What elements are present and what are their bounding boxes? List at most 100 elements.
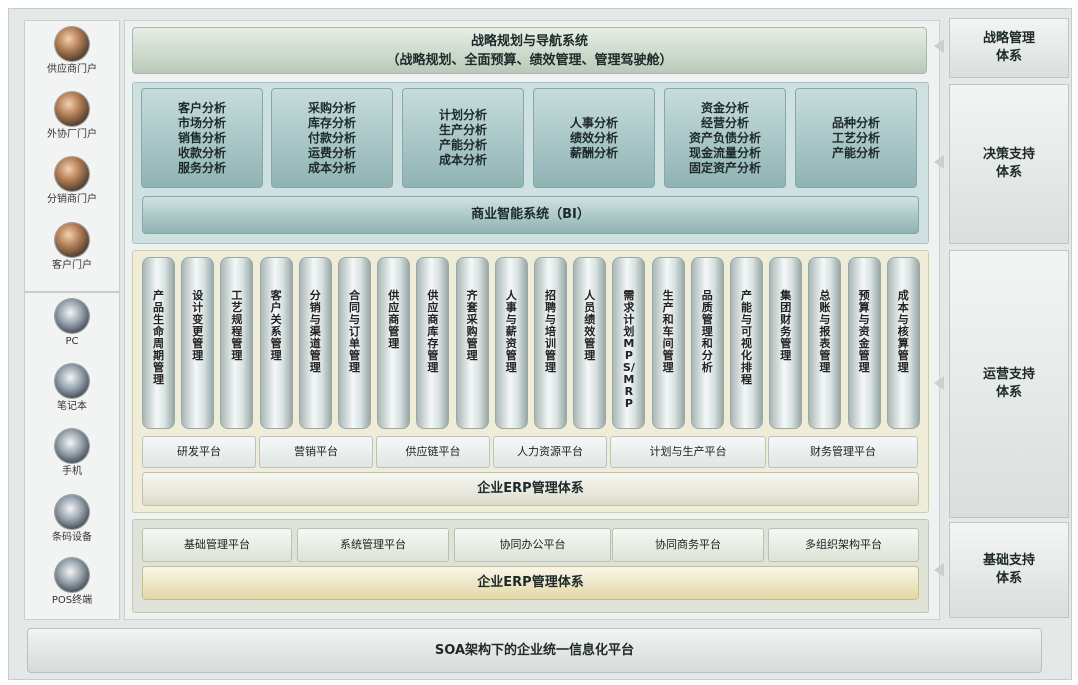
platform-4: 人力资源平台 <box>493 436 607 468</box>
system-text: 运营支持体系 <box>983 366 1035 402</box>
platform-5: 计划与生产平台 <box>610 436 766 468</box>
analysis-item: 采购分析 <box>307 100 356 115</box>
analysis-item: 销售分析 <box>177 130 226 145</box>
platform-2: 营销平台 <box>259 436 373 468</box>
system-text: 战略管理体系 <box>983 30 1035 66</box>
module-label: 品质管理和分析 <box>701 289 713 374</box>
module-label: 合同与订单管理 <box>349 289 360 374</box>
analysis-item: 品种分析 <box>831 115 880 130</box>
system-text-line: 决策支持 <box>982 147 1035 162</box>
module-column-20: 成本与核算管理 <box>886 257 920 429</box>
analysis-lines: 计划分析生产分析产能分析成本分析 <box>439 108 487 168</box>
module-column-16: 产能与可视化排程 <box>730 257 763 429</box>
module-label: 产品生命周期管理 <box>153 289 164 386</box>
device-2: 笔记本 <box>25 364 119 414</box>
strategic-title: 战略规划与导航系统 <box>470 34 588 49</box>
module-column-1: 产品生命周期管理 <box>142 257 175 429</box>
analysis-item: 资金分析 <box>700 100 749 115</box>
platform-6: 财务管理平台 <box>768 436 918 468</box>
analysis-item: 资产负债分析 <box>688 130 761 145</box>
system-text: 决策支持体系 <box>983 146 1035 182</box>
outsourcing-portal-icon <box>55 92 89 126</box>
system-label-2: 决策支持体系 <box>949 84 1069 244</box>
module-label: 供应商库存管理 <box>427 289 439 374</box>
mobile-phone-icon <box>55 429 89 463</box>
module-label: 分销与渠道管理 <box>309 289 321 374</box>
arrow-icon <box>934 39 944 53</box>
module-column-19: 预算与资金管理 <box>847 257 881 429</box>
analysis-item: 客户分析 <box>177 100 226 115</box>
analysis-item: 绩效分析 <box>569 130 618 145</box>
portal-2: 外协厂门户 <box>25 92 119 142</box>
analysis-lines: 人事分析绩效分析薪酬分析 <box>570 116 618 161</box>
analysis-cell-6: 品种分析工艺分析产能分析 <box>795 88 917 188</box>
analysis-item: 工艺分析 <box>831 130 880 145</box>
analysis-item: 市场分析 <box>177 115 226 130</box>
arrow-icon <box>934 155 944 169</box>
device-1: PC <box>25 299 119 349</box>
analysis-item: 运费分析 <box>307 145 356 160</box>
analysis-item: 收款分析 <box>177 145 226 160</box>
strategic-planning-system: 战略规划与导航系统 （战略规划、全面预算、绩效管理、管理驾驶舱） <box>132 27 927 74</box>
customer-portal-icon <box>55 223 89 257</box>
module-column-4: 客户关系管理 <box>259 257 293 429</box>
analysis-item: 经营分析 <box>700 115 749 130</box>
module-label: 人员绩效管理 <box>584 289 596 362</box>
portal-4: 客户门户 <box>25 223 119 273</box>
analysis-item: 生产分析 <box>438 123 487 137</box>
module-label: 招聘与培训管理 <box>545 289 556 374</box>
barcode-device-icon <box>55 495 89 529</box>
foundation-platform-3: 协同办公平台 <box>454 528 611 562</box>
analysis-item: 库存分析 <box>307 115 356 130</box>
system-text-line: 战略管理 <box>982 31 1035 46</box>
module-column-5: 分销与渠道管理 <box>298 257 332 429</box>
module-column-14: 生产和车间管理 <box>651 257 685 429</box>
portal-label: 外协厂门户 <box>47 129 97 140</box>
portal-3: 分销商门户 <box>25 157 119 207</box>
module-column-8: 供应商库存管理 <box>416 257 450 429</box>
system-text-line: 运营支持 <box>982 367 1035 382</box>
module-label: 齐套采购管理 <box>466 289 478 362</box>
system-text-line: 体系 <box>995 385 1022 400</box>
platform-1: 研发平台 <box>142 436 256 468</box>
module-label: 客户关系管理 <box>270 289 282 362</box>
device-label: POS终端 <box>51 595 93 606</box>
system-text-line: 基础支持 <box>982 553 1035 568</box>
module-label: 预算与资金管理 <box>858 289 870 374</box>
system-text: 基础支持体系 <box>983 552 1035 588</box>
portal-label: 分销商门户 <box>47 194 97 205</box>
system-label-3: 运营支持体系 <box>949 250 1069 518</box>
foundation-platform-2: 系统管理平台 <box>297 528 449 562</box>
analysis-cell-3: 计划分析生产分析产能分析成本分析 <box>402 88 524 188</box>
foundation-platform-4: 协同商务平台 <box>612 528 764 562</box>
analysis-cell-2: 采购分析库存分析付款分析运费分析成本分析 <box>271 88 393 188</box>
system-label-1: 战略管理体系 <box>949 18 1069 78</box>
soa-platform: SOA架构下的企业统一信息化平台 <box>27 628 1042 673</box>
analysis-cell-4: 人事分析绩效分析薪酬分析 <box>533 88 655 188</box>
pc-icon <box>55 299 89 333</box>
system-text-line: 体系 <box>995 165 1022 180</box>
pos-terminal-icon <box>55 558 89 592</box>
analysis-item: 成本分析 <box>307 160 356 175</box>
erp-system-operations: 企业ERP管理体系 <box>142 472 919 506</box>
module-column-6: 合同与订单管理 <box>338 257 371 429</box>
portal-divider <box>24 291 120 293</box>
analysis-item: 产能分析 <box>831 145 880 160</box>
module-label: 生产和车间管理 <box>662 289 674 374</box>
system-label-4: 基础支持体系 <box>949 522 1069 618</box>
analysis-item: 现金流量分析 <box>688 145 761 160</box>
supplier-portal-icon <box>55 27 89 61</box>
device-5: POS终端 <box>25 558 119 608</box>
module-column-7: 供应商管理 <box>377 257 411 429</box>
analysis-item: 成本分析 <box>438 153 487 167</box>
device-label: 手机 <box>62 466 82 477</box>
analysis-lines: 品种分析工艺分析产能分析 <box>832 116 880 161</box>
module-column-2: 设计变更管理 <box>181 257 215 429</box>
foundation-platform-1: 基础管理平台 <box>142 528 292 562</box>
device-label: PC <box>65 336 79 347</box>
analysis-lines: 采购分析库存分析付款分析运费分析成本分析 <box>308 101 356 176</box>
analysis-cell-5: 资金分析经营分析资产负债分析现金流量分析固定资产分析 <box>664 88 786 188</box>
erp-system-foundation: 企业ERP管理体系 <box>142 566 919 600</box>
arrow-icon <box>934 563 944 577</box>
analysis-item: 人事分析 <box>569 115 618 130</box>
